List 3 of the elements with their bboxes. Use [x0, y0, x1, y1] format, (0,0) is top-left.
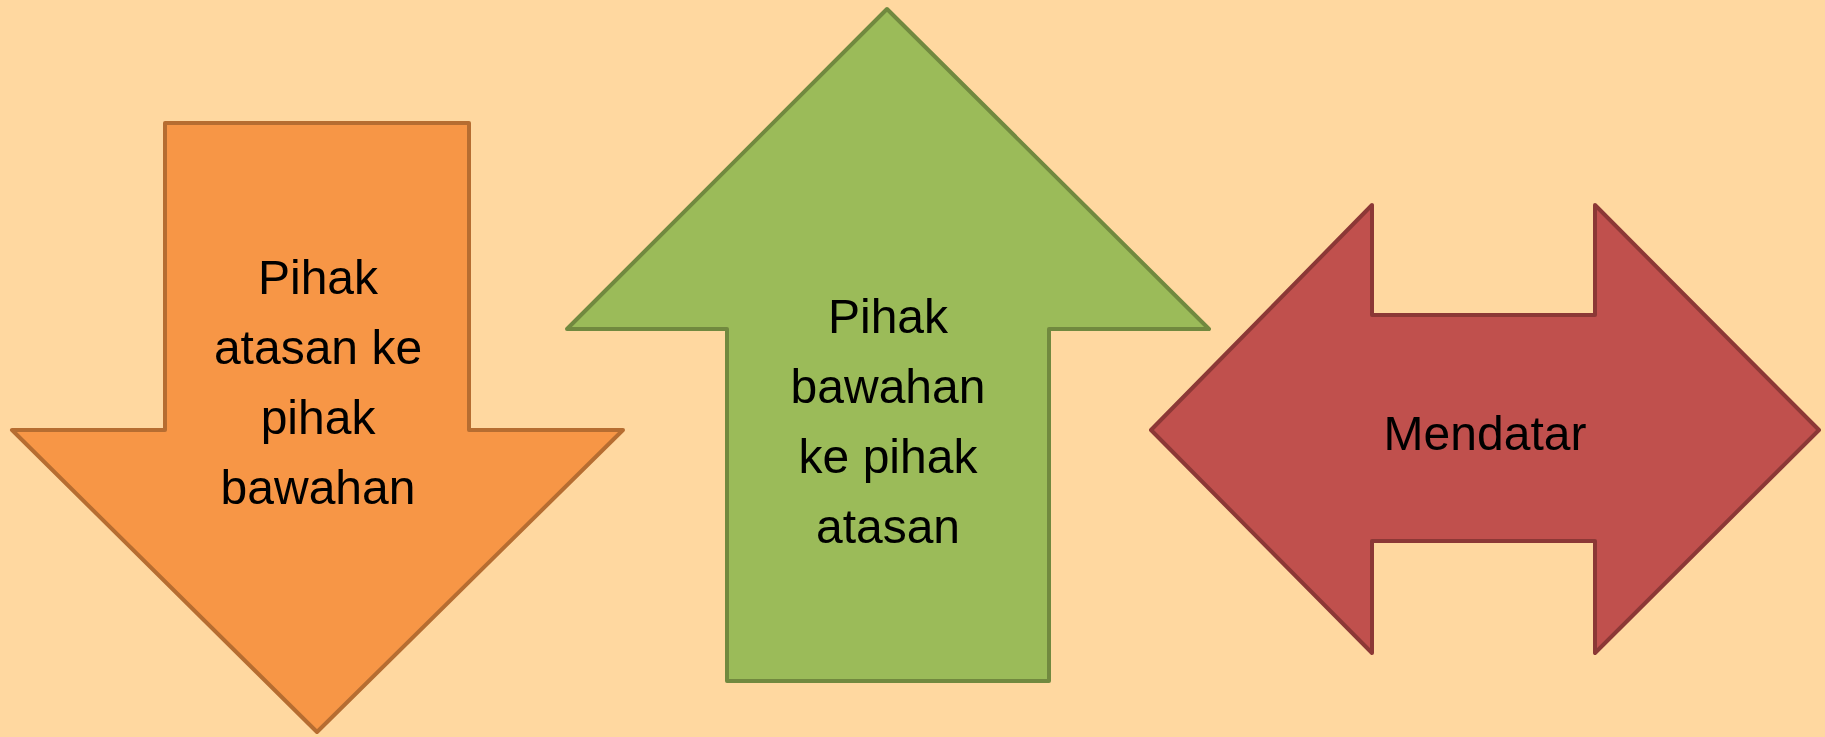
arrow-label: Pihak bawahan ke pihak atasan — [789, 289, 987, 555]
arrow-label: Mendatar — [1382, 406, 1588, 462]
arrow-label: Pihak atasan ke pihak bawahan — [212, 250, 424, 516]
